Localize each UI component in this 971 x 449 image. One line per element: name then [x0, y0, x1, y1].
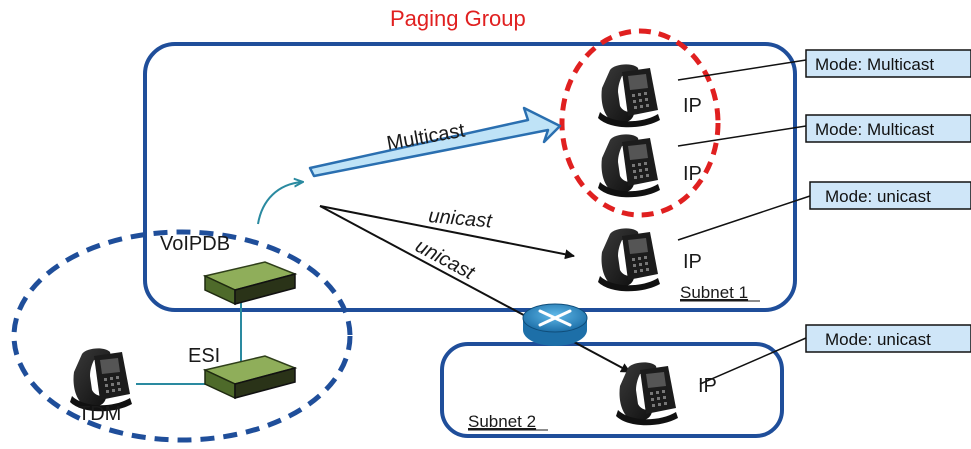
voipdb-output-arrow [257, 182, 302, 225]
mode-box-4-label: Mode: unicast [825, 330, 931, 349]
tdm-group-ellipse [11, 229, 353, 443]
ip-phone-3-label: IP [683, 251, 702, 273]
mode-box-4: Mode: unicast [805, 324, 971, 353]
ip-phone-2-icon [598, 134, 660, 198]
ip-phone-1-icon [598, 64, 660, 128]
mode-connectors [677, 59, 811, 385]
mode-box-1-label: Mode: Multicast [815, 55, 934, 74]
tdm-phone-icon [70, 348, 132, 412]
voipdb-label: VoIPDB [160, 233, 230, 255]
subnet-1-label: Subnet 1 [680, 283, 748, 302]
subnet-2-label: Subnet 2 [468, 412, 536, 431]
unicast-arrow-subnet2 [319, 205, 631, 373]
voipdb-device-icon [204, 261, 296, 305]
ip-phone-4-icon [616, 362, 678, 426]
multicast-arrow [308, 106, 562, 178]
mode-box-3: Mode: unicast [809, 181, 971, 210]
subnet-2-box [440, 342, 784, 438]
unicast-arrow-subnet1 [319, 205, 575, 260]
mode-box-3-label: Mode: unicast [825, 187, 931, 206]
mode-box-1: Mode: Multicast [805, 49, 971, 78]
router-icon [522, 303, 588, 346]
mode-box-2: Mode: Multicast [805, 114, 971, 143]
multicast-group-ellipse [559, 28, 721, 218]
ip-phone-3-icon [598, 228, 660, 292]
esi-label: ESI [188, 345, 220, 367]
mode-box-2-label: Mode: Multicast [815, 120, 934, 139]
ip-phone-1-label: IP [683, 95, 702, 117]
tdm-label: TDM [78, 403, 121, 425]
subnet-1-box [143, 42, 797, 312]
ip-phone-4-label: IP [698, 375, 717, 397]
ip-phone-2-label: IP [683, 163, 702, 185]
paging-group-title: Paging Group [390, 6, 526, 31]
